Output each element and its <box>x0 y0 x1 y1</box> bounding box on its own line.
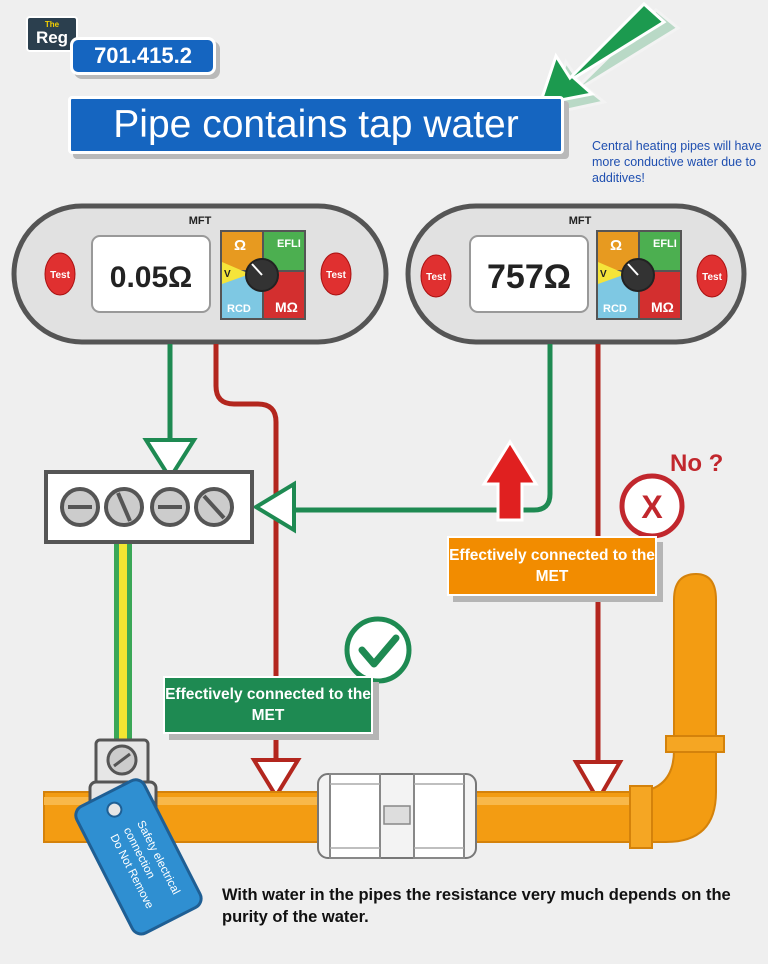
arrow-down-icon <box>572 760 624 804</box>
test-button-label: Test <box>702 272 722 283</box>
svg-text:MΩ: MΩ <box>651 299 674 315</box>
svg-text:EFLI: EFLI <box>277 238 301 250</box>
pointer-arrow-icon <box>537 1 681 117</box>
main-earthing-terminal <box>44 470 254 544</box>
svg-text:Ω: Ω <box>234 237 246 254</box>
function-dial: Ω EFLI V RCD MΩ <box>596 230 682 320</box>
test-button-label: Test <box>50 270 70 281</box>
svg-text:V: V <box>224 269 231 280</box>
meter-label: MFT <box>189 215 212 227</box>
the-reg-logo: The Reg <box>26 16 78 52</box>
function-dial: Ω EFLI V RCD MΩ <box>220 230 306 320</box>
central-heating-note: Central heating pipes will have more con… <box>592 139 762 185</box>
svg-text:RCD: RCD <box>227 303 251 315</box>
pipe-coupling <box>317 773 477 859</box>
meter-label: MFT <box>569 215 592 227</box>
cross-mark-label: X <box>641 489 663 525</box>
arrow-up-icon <box>481 439 539 522</box>
status-connected: Effectively connected to the MET <box>163 676 373 734</box>
svg-text:EFLI: EFLI <box>653 238 677 250</box>
svg-text:Ω: Ω <box>610 237 622 254</box>
arrow-down-icon <box>250 758 302 800</box>
no-question-label: No ? <box>670 450 724 477</box>
check-mark-icon <box>344 616 412 684</box>
safety-label-tag: Safety electrical connection Do Not Remo… <box>74 778 203 936</box>
meter-reading: 0.05Ω <box>110 261 192 294</box>
multifunction-tester-left: MFT Test Test 0.05Ω Ω EFLI V RCD MΩ <box>11 203 389 345</box>
footer-caption: With water in the pipes the resistance v… <box>222 886 731 926</box>
svg-text:RCD: RCD <box>603 303 627 315</box>
regulation-number: 701.415.2 <box>70 37 216 75</box>
test-button-label: Test <box>326 270 346 281</box>
test-button-label: Test <box>426 272 446 283</box>
logo-the: The <box>44 20 60 29</box>
page-title: Pipe contains tap water <box>68 96 564 154</box>
arrow-left-icon <box>252 480 296 534</box>
arrow-down-icon <box>142 438 198 482</box>
multifunction-tester-right: MFT Test Test 757Ω Ω EFLI V RCD MΩ <box>405 203 747 345</box>
earth-conductor <box>114 544 132 744</box>
svg-text:V: V <box>600 269 607 280</box>
logo-reg: Reg <box>35 28 69 47</box>
meter-reading: 757Ω <box>487 258 571 296</box>
status-not-connected: Effectively connected to the MET <box>447 536 657 596</box>
svg-text:MΩ: MΩ <box>275 299 298 315</box>
cross-mark-icon: X <box>619 473 685 539</box>
